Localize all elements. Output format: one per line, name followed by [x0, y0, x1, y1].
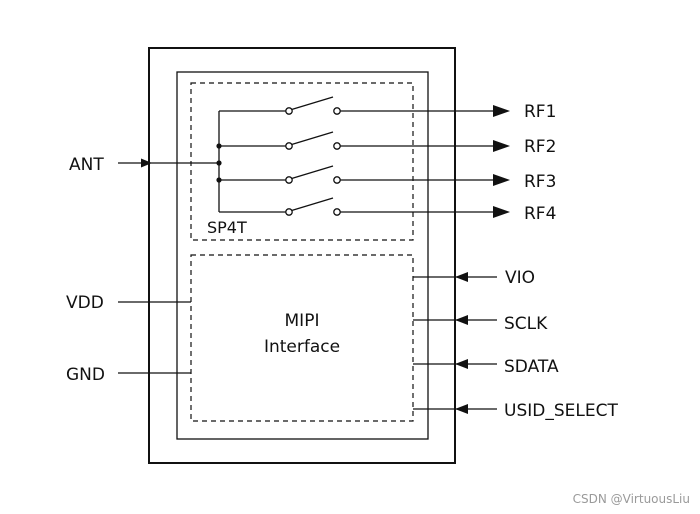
sdata-arrow-icon — [455, 359, 468, 369]
usid-select-arrow-icon — [455, 404, 468, 414]
watermark: CSDN @VirtuousLiu — [573, 492, 690, 506]
rf3-label: RF3 — [524, 172, 556, 192]
die-outline — [176, 71, 429, 440]
switch-throw-rf1 — [219, 96, 510, 117]
sdata-pin — [413, 359, 497, 369]
rf1-arrow-icon — [493, 105, 510, 117]
vio-pin — [413, 272, 497, 282]
sclk-pin — [413, 315, 497, 325]
gnd-label: GND — [66, 365, 105, 385]
sp4t-block — [190, 82, 414, 241]
vio-label: VIO — [505, 268, 535, 288]
ant-label: ANT — [69, 155, 104, 175]
rf4-arrow-icon — [493, 206, 510, 218]
rf4-label: RF4 — [524, 204, 556, 224]
sclk-arrow-icon — [455, 315, 468, 325]
rf1-label: RF1 — [524, 102, 556, 122]
switch-throw-rf4 — [219, 197, 510, 218]
usid-select-label: USID_SELECT — [504, 401, 618, 421]
rf3-arrow-icon — [493, 174, 510, 186]
switch-throw-rf3 — [219, 165, 510, 186]
sdata-label: SDATA — [504, 357, 559, 377]
mipi-interface-label: Interface — [264, 337, 340, 357]
mipi-label: MIPI — [285, 311, 320, 331]
sp4t-label: SP4T — [207, 218, 247, 237]
mipi-block — [190, 254, 414, 422]
usid-select-pin — [413, 404, 497, 414]
ant-pin — [118, 158, 219, 168]
switch-throw-rf2 — [219, 131, 510, 152]
sclk-label: SCLK — [504, 314, 548, 334]
ant-arrow-icon — [141, 158, 152, 168]
vdd-label: VDD — [66, 293, 104, 313]
rf2-arrow-icon — [493, 140, 510, 152]
junction-dot — [216, 160, 222, 166]
vio-arrow-icon — [455, 272, 468, 282]
package-outline — [148, 47, 456, 464]
rf2-label: RF2 — [524, 137, 556, 157]
